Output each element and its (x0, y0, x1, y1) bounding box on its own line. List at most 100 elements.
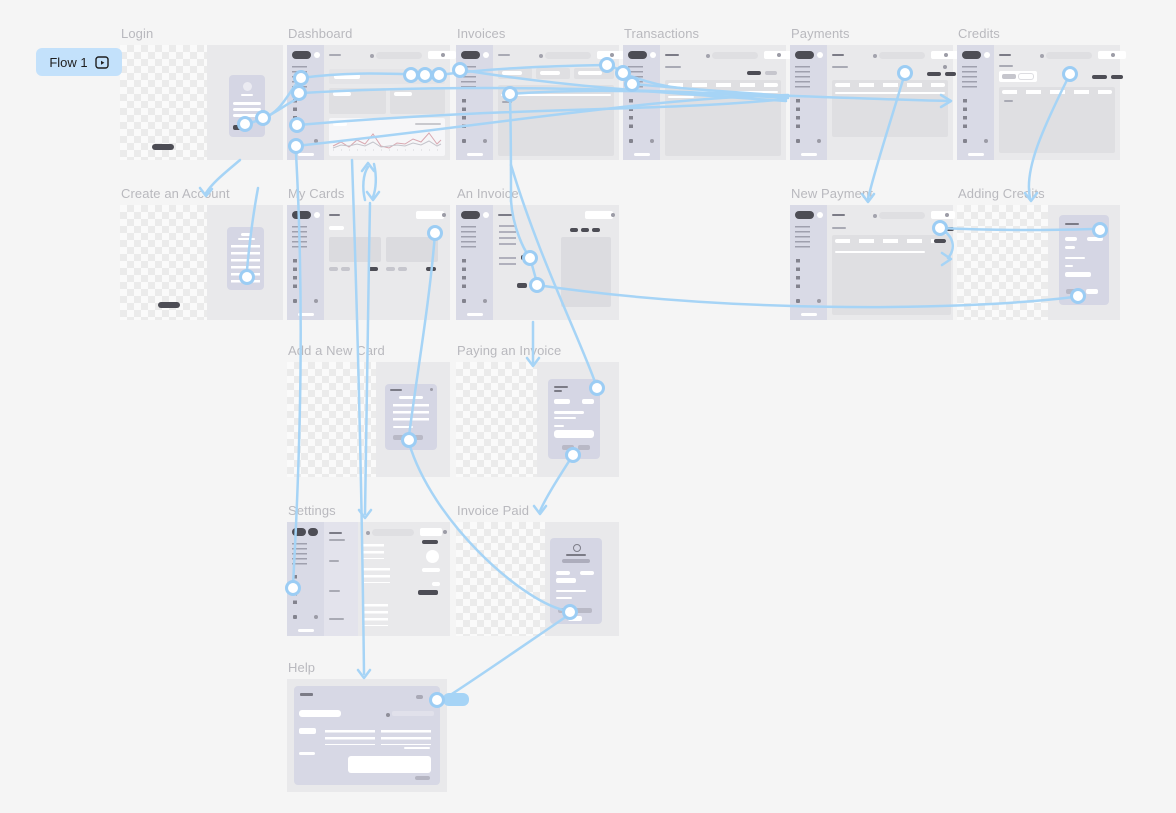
flow-connector[interactable] (291, 151, 302, 587)
connection-node[interactable] (615, 65, 631, 81)
search-icon (873, 213, 877, 218)
frame-title-new-payment[interactable]: New Payment (791, 186, 874, 201)
connection-node[interactable] (255, 110, 271, 126)
flow-connector[interactable] (350, 158, 366, 676)
table-row-text (1004, 100, 1013, 102)
connection-node[interactable] (239, 269, 255, 285)
flow-connector[interactable] (866, 71, 907, 201)
flow-connector[interactable] (508, 94, 513, 203)
add-icon (943, 65, 947, 69)
card-input (554, 430, 594, 438)
flow-connector[interactable] (938, 226, 1095, 232)
sidebar-footer-pill (466, 153, 483, 156)
frame-dashboard[interactable]: Dashboard (287, 26, 456, 160)
frame-title-credits[interactable]: Credits (958, 26, 1000, 41)
logout-icon (629, 139, 633, 143)
flow-connector[interactable] (407, 231, 437, 438)
frame-title-dashboard[interactable]: Dashboard (288, 26, 353, 41)
confirmation-pill (562, 559, 590, 563)
connection-node[interactable] (291, 85, 307, 101)
frame-title-settings[interactable]: Settings (288, 503, 336, 518)
frame-title-my-cards[interactable]: My Cards (288, 186, 345, 201)
connection-node[interactable] (1070, 288, 1086, 304)
frame-title-an-invoice[interactable]: An Invoice (457, 186, 519, 201)
connection-node[interactable] (897, 65, 913, 81)
logout-icon (462, 299, 466, 303)
frame-title-login[interactable]: Login (121, 26, 154, 41)
sidebar-footer-pill (967, 153, 984, 156)
flow-connector[interactable] (460, 68, 788, 103)
prototype-flow-icon[interactable] (94, 55, 109, 69)
connection-node[interactable] (502, 86, 518, 102)
flow-connector[interactable] (535, 283, 1076, 309)
frame-title-adding-credits[interactable]: Adding Credits (958, 186, 1045, 201)
frame-new-payment[interactable]: New Payment (790, 186, 955, 320)
frame-help[interactable]: Help (287, 660, 447, 792)
flow-connector[interactable] (407, 441, 565, 612)
frame-invoice-paid[interactable]: Invoice Paid (456, 503, 619, 636)
connection-node[interactable] (431, 67, 447, 83)
connection-node[interactable] (599, 57, 615, 73)
flow-connector[interactable] (630, 82, 792, 98)
card-chip (341, 267, 350, 271)
section-label (665, 66, 681, 68)
connection-node[interactable] (624, 76, 640, 92)
connection-node[interactable] (293, 70, 309, 86)
sidebar-icons (963, 99, 967, 130)
connection-node[interactable] (427, 225, 443, 241)
flow-connector[interactable] (371, 162, 378, 199)
connection-node[interactable] (1062, 66, 1078, 82)
connection-node[interactable] (589, 380, 605, 396)
connection-node[interactable] (932, 220, 948, 236)
avatar-icon (243, 82, 252, 91)
modal-title (554, 386, 568, 388)
frame-title-payments[interactable]: Payments (791, 26, 850, 41)
frame-title-invoices[interactable]: Invoices (457, 26, 506, 41)
flow-connector[interactable] (509, 163, 597, 384)
main-area (827, 45, 959, 160)
banner-text (334, 74, 360, 79)
frame-title-transactions[interactable]: Transactions (624, 26, 700, 41)
connection-node[interactable] (285, 580, 301, 596)
connection-node[interactable] (529, 277, 545, 293)
connection-node[interactable] (452, 62, 468, 78)
flow-connector[interactable] (296, 97, 788, 127)
connection-node[interactable] (417, 67, 433, 83)
frame-create-account[interactable]: Create an Account (120, 186, 283, 320)
flow-connector[interactable] (362, 165, 370, 202)
card-tile (386, 237, 438, 262)
frame-invoices[interactable]: Invoices (456, 26, 625, 160)
connection-node[interactable] (429, 692, 445, 708)
send-button (415, 776, 430, 780)
connector-endpoint-pill[interactable] (443, 693, 469, 706)
flow-connector[interactable] (1027, 72, 1072, 200)
frame-title-create-account[interactable]: Create an Account (121, 186, 230, 201)
connection-node[interactable] (401, 432, 417, 448)
frame-title-invoice-paid[interactable]: Invoice Paid (457, 503, 530, 518)
connection-node[interactable] (565, 447, 581, 463)
connection-node[interactable] (288, 138, 304, 154)
frame-an-invoice[interactable]: An Invoice (456, 186, 619, 320)
notification-icon (611, 213, 615, 217)
frame-credits[interactable]: Credits (957, 26, 1126, 160)
flow-connector[interactable] (245, 186, 260, 272)
connection-node[interactable] (562, 604, 578, 620)
flow-badge[interactable]: Flow 1 (36, 48, 122, 76)
frame-title-help[interactable]: Help (288, 660, 316, 675)
flow-connector[interactable] (363, 201, 372, 516)
frame-login[interactable]: Login (120, 26, 283, 160)
connection-node[interactable] (1092, 222, 1108, 238)
frame-title-add-new-card[interactable]: Add a New Card (288, 343, 385, 358)
profile-avatar (426, 550, 439, 563)
chart-legend (415, 123, 441, 125)
connection-node[interactable] (403, 67, 419, 83)
connection-node[interactable] (522, 250, 538, 266)
connection-node[interactable] (237, 116, 253, 132)
frame-add-new-card[interactable]: Add a New Card (287, 343, 450, 477)
connection-node[interactable] (289, 117, 305, 133)
frame-title-paying-invoice[interactable]: Paying an Invoice (457, 343, 562, 358)
frame-payments[interactable]: Payments (790, 26, 959, 160)
flow-connector[interactable] (442, 612, 572, 701)
frame-settings[interactable]: Settings (287, 503, 450, 636)
